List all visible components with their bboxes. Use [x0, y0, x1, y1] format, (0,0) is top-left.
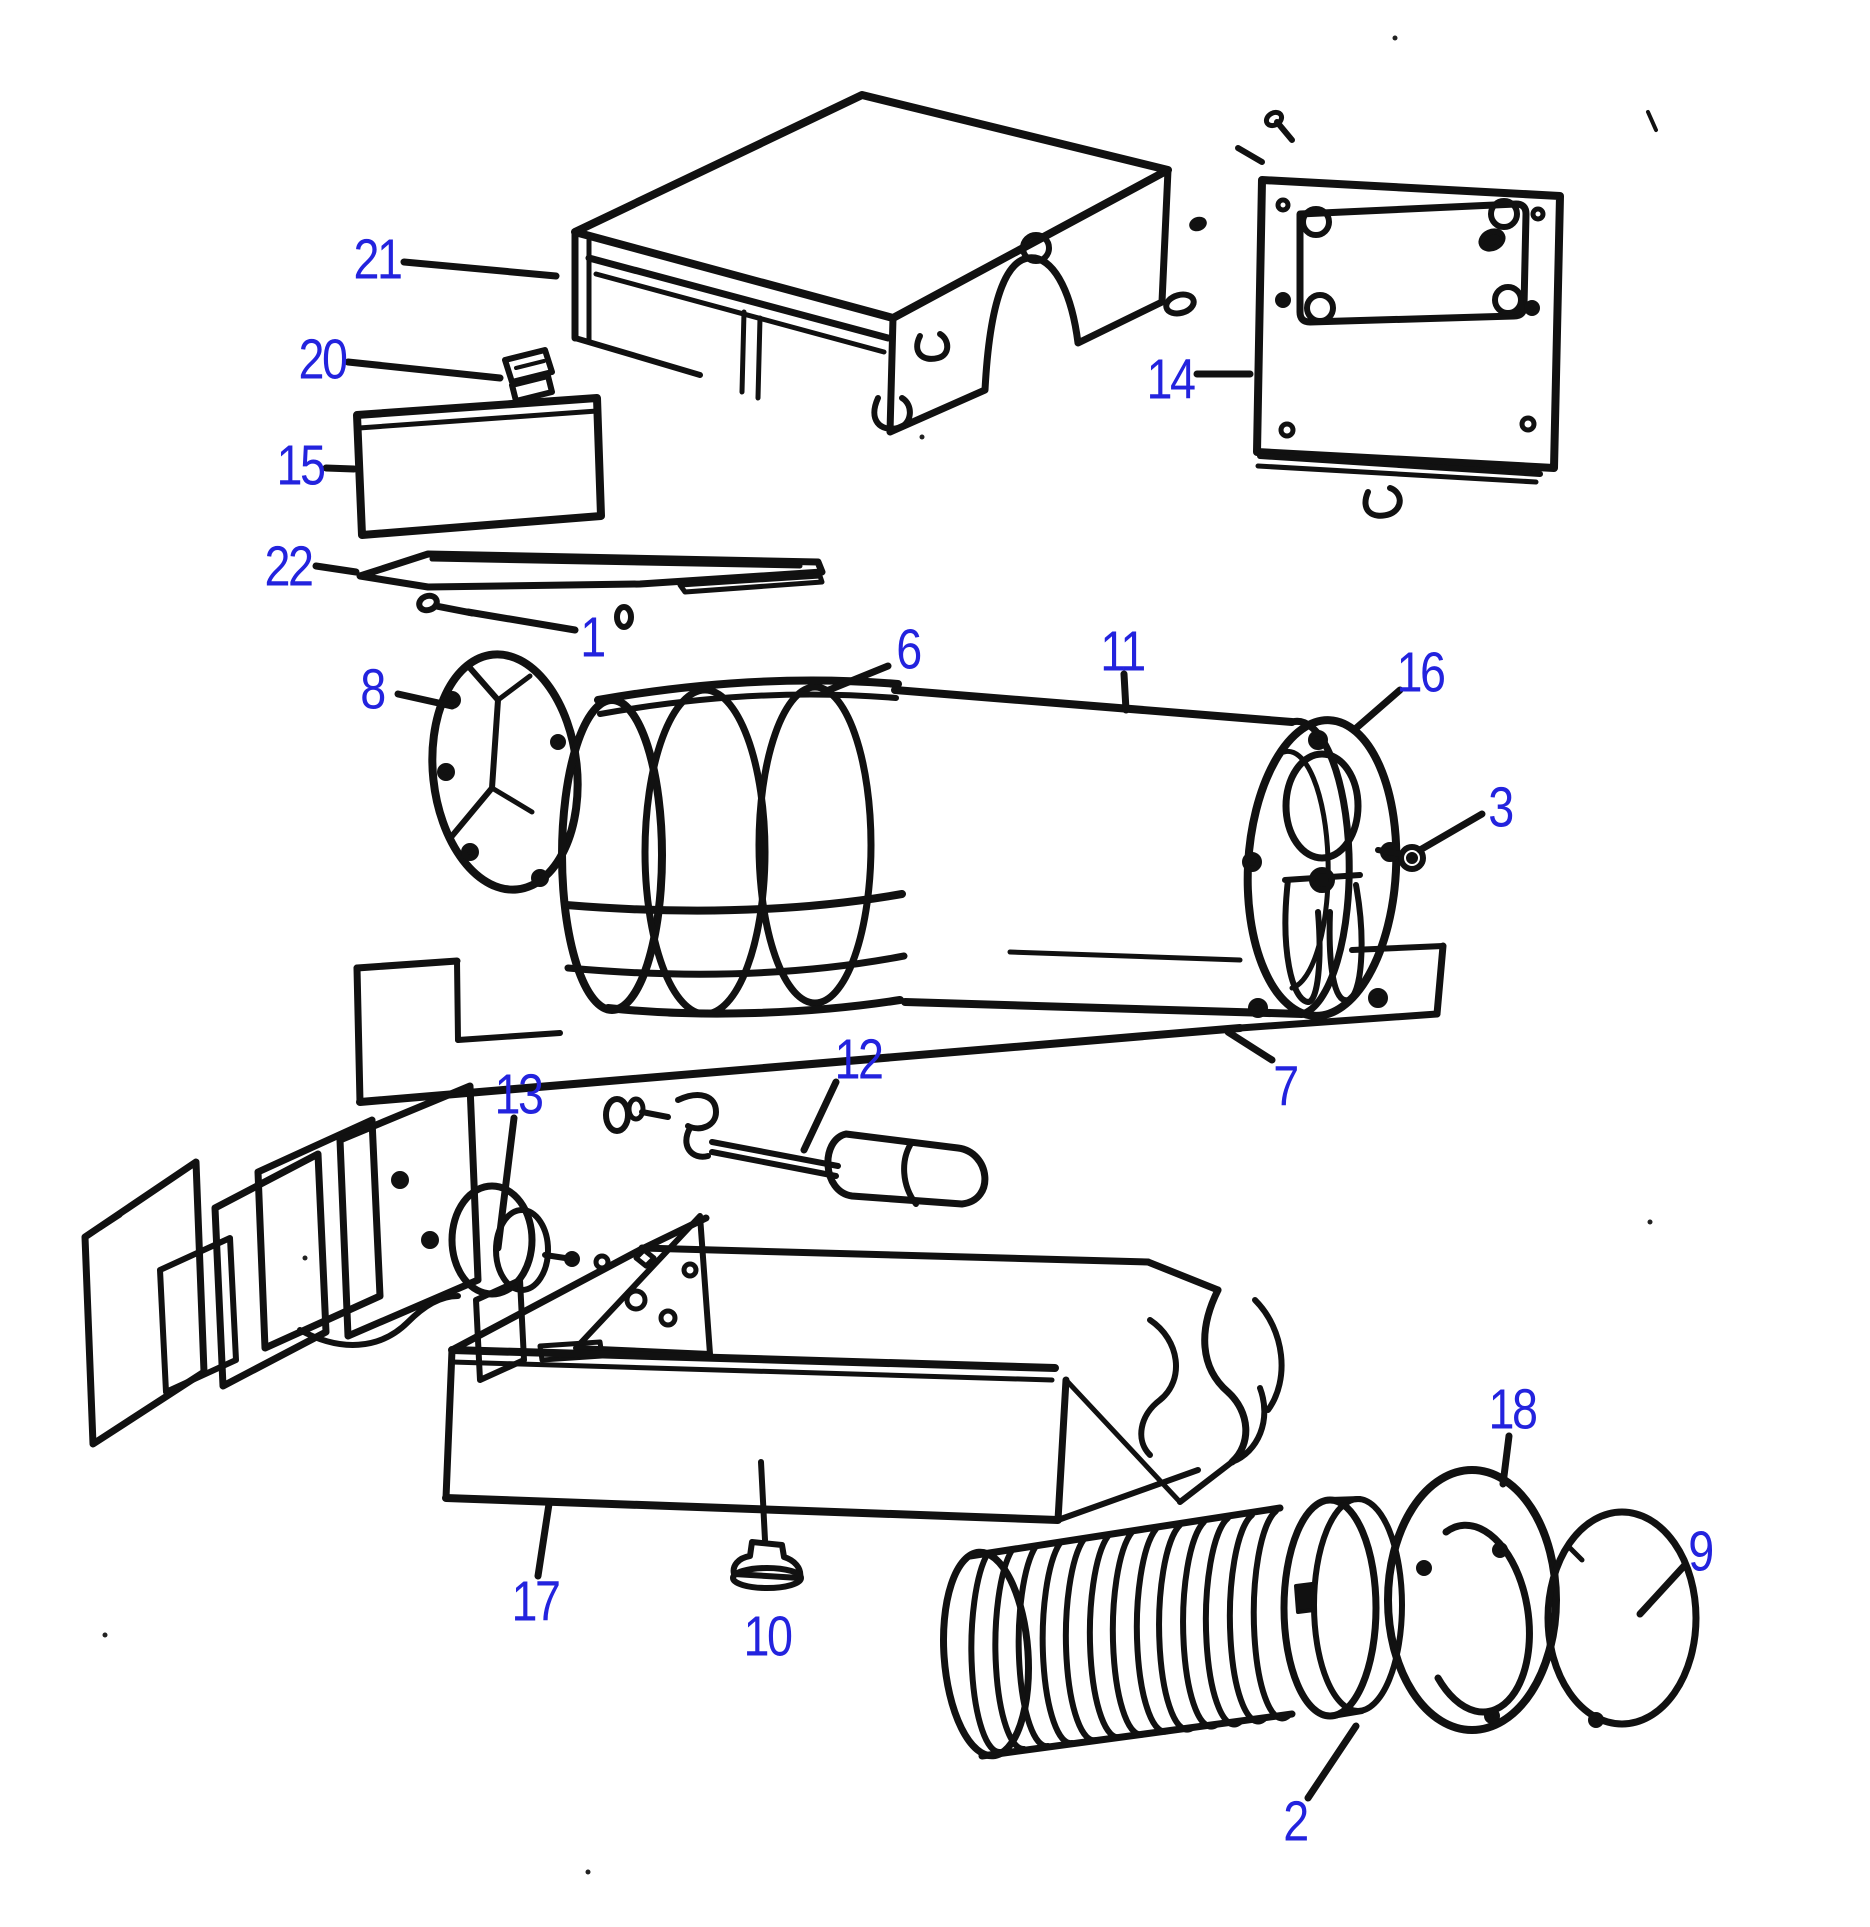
callout-17: 17	[511, 1569, 561, 1634]
end-disc	[428, 650, 582, 894]
leader-15	[322, 464, 358, 473]
leader-9	[1636, 1562, 1688, 1618]
gasket-ring	[1384, 1466, 1560, 1734]
top-cover	[571, 91, 1172, 436]
callout-3: 3	[1488, 775, 1514, 840]
gasket-oval	[1163, 291, 1197, 317]
trim-strip	[356, 550, 826, 595]
leader-3	[1416, 810, 1486, 854]
float-capsule	[824, 1130, 989, 1208]
page-speckles	[102, 35, 1653, 1875]
drain-plug	[730, 1459, 804, 1591]
callout-15: 15	[276, 433, 326, 498]
motor-assembly	[81, 1082, 611, 1448]
cap-screw	[1375, 844, 1426, 872]
cover-tab	[871, 395, 913, 432]
plate-inner-frame	[1296, 200, 1530, 326]
front-panel	[353, 394, 605, 539]
cover-tab	[914, 331, 951, 362]
arch-notch-hole	[1020, 232, 1052, 264]
callout-18: 18	[1488, 1377, 1538, 1442]
callout-9: 9	[1688, 1519, 1714, 1584]
leader-22	[312, 562, 360, 576]
callout-6: 6	[896, 617, 922, 682]
leader-1	[464, 608, 579, 634]
callout-21: 21	[353, 227, 403, 292]
retainer-clip	[502, 347, 555, 404]
leader-21	[400, 258, 560, 280]
plate-hook	[1362, 485, 1403, 519]
leader-12	[800, 1078, 840, 1154]
callout-12: 12	[834, 1027, 884, 1092]
exhaust-hose	[940, 1496, 1405, 1760]
pan-baffle	[573, 1213, 713, 1357]
base-plate	[353, 942, 1447, 1106]
callout-7: 7	[1273, 1054, 1299, 1119]
callout-2: 2	[1283, 1789, 1309, 1854]
motor-wire	[297, 1293, 461, 1348]
float-switch	[603, 1092, 989, 1208]
blower-wheel	[558, 676, 908, 1018]
housing-cylinder	[891, 686, 1353, 1018]
end-cap-fan	[1242, 716, 1401, 1020]
leader-11	[1120, 670, 1130, 714]
back-plate	[1163, 109, 1658, 519]
leader-18	[1499, 1432, 1513, 1488]
callout-14: 14	[1146, 347, 1196, 412]
callout-16: 16	[1396, 640, 1446, 705]
callout-10: 10	[743, 1604, 793, 1669]
leader-8	[394, 690, 456, 710]
leader-17	[534, 1500, 553, 1580]
callout-8: 8	[360, 657, 386, 722]
leader-2	[1304, 1722, 1360, 1802]
callout-13: 13	[494, 1062, 544, 1127]
callout-22: 22	[264, 534, 314, 599]
callout-11: 11	[1100, 619, 1146, 684]
leader-lines	[312, 258, 1688, 1802]
outer-ring-plate	[1544, 1508, 1700, 1728]
leader-7	[1224, 1028, 1276, 1064]
leader-13	[494, 1114, 518, 1252]
callout-1: 1	[580, 605, 606, 670]
callout-20: 20	[298, 327, 348, 392]
leader-20	[344, 358, 504, 382]
leader-16	[1350, 686, 1404, 734]
leader-6	[820, 662, 892, 696]
